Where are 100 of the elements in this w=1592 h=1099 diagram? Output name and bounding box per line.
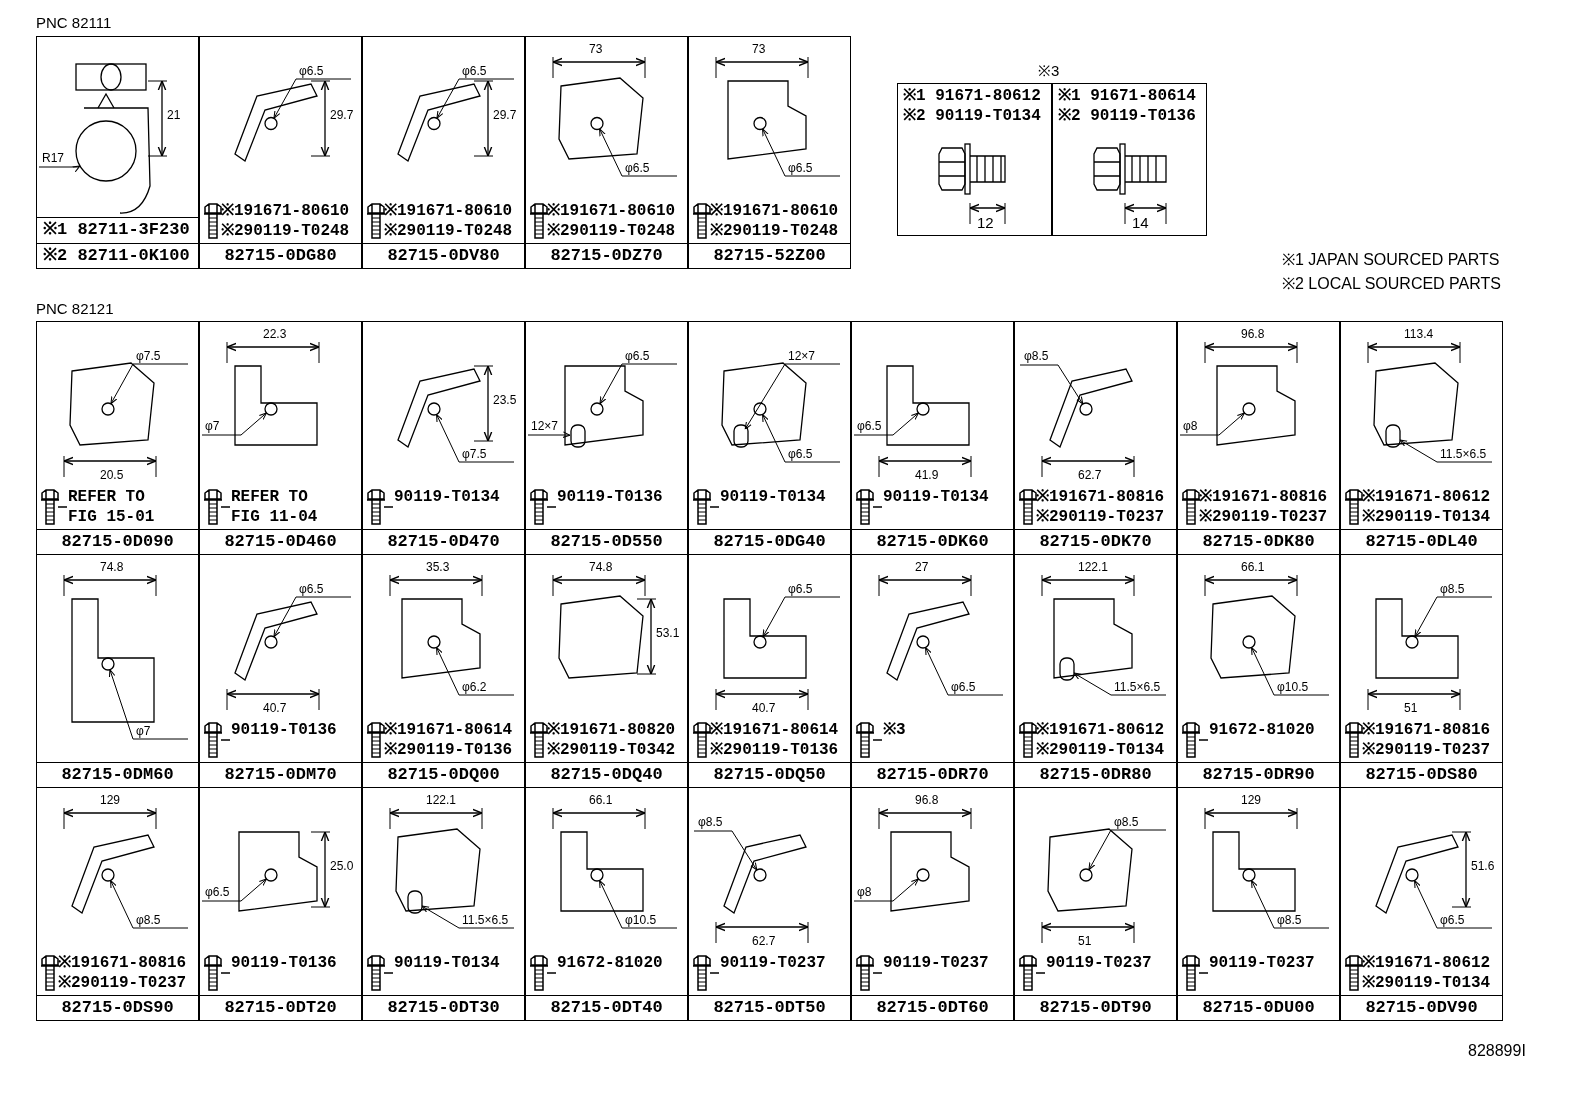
dimension-label: φ6.5 bbox=[788, 582, 813, 596]
dimension-label: 53.1 bbox=[656, 626, 680, 640]
leader-line bbox=[273, 78, 352, 119]
fastener-part-number: ※290119-T0237 bbox=[1362, 740, 1491, 760]
dimension-label: φ6.5 bbox=[299, 582, 324, 596]
mounting-hole bbox=[1242, 868, 1256, 882]
mounting-hole bbox=[753, 402, 767, 416]
dimension-label: φ6.5 bbox=[625, 349, 650, 363]
dimension-label: R17 bbox=[42, 151, 64, 165]
mounting-hole bbox=[101, 868, 115, 882]
dimension-label: 41.9 bbox=[915, 468, 939, 482]
part-number: 82715-0DK60 bbox=[852, 528, 1013, 555]
fastener-part-number: 90119-T0136 bbox=[231, 953, 338, 973]
dimension-label: 96.8 bbox=[915, 793, 939, 807]
dimension-label: 29.7 bbox=[493, 108, 517, 122]
leader-line bbox=[853, 878, 919, 902]
fastener-part-number: ※290119-T0134 bbox=[1362, 507, 1491, 527]
fastener-part-number: ※2 90119-T0134 bbox=[903, 106, 1041, 126]
part-number: 82715-0DV90 bbox=[1341, 994, 1502, 1021]
mounting-hole bbox=[753, 868, 767, 882]
part-number: 82715-0DM70 bbox=[200, 761, 361, 788]
fastener-part-number: ※191671-80816 bbox=[1199, 487, 1328, 507]
fastener-part-number: ※3 bbox=[883, 720, 907, 740]
dimension-label: 129 bbox=[100, 793, 121, 807]
part-number: 82715-0DK80 bbox=[1178, 528, 1339, 555]
dimension-label: 62.7 bbox=[752, 934, 776, 948]
mounting-hole bbox=[427, 635, 441, 649]
dimension-label: 14 bbox=[1132, 216, 1149, 230]
part-number: 82715-0DM60 bbox=[37, 761, 198, 788]
dimension-label: 129 bbox=[1241, 793, 1262, 807]
dimension-label: 23.5 bbox=[493, 393, 517, 407]
dimension-label: 12 bbox=[977, 216, 994, 230]
dimension-label: φ8.5 bbox=[1114, 815, 1139, 829]
part-number: 82715-0DQ50 bbox=[689, 761, 850, 788]
mounting-hole bbox=[101, 657, 115, 671]
leader-line bbox=[1073, 672, 1167, 696]
dimension-label: 62.7 bbox=[1078, 468, 1102, 482]
part-number: 82715-0DT40 bbox=[526, 994, 687, 1021]
leader-line bbox=[273, 596, 352, 638]
part-number: 82715-0DG40 bbox=[689, 528, 850, 555]
dimension-label: 29.7 bbox=[330, 108, 354, 122]
leader-line bbox=[1414, 879, 1493, 929]
part-number: ※2 82711-0K100 bbox=[37, 242, 198, 269]
fastener-part-number: ※290119-T0248 bbox=[547, 221, 676, 241]
fastener-part-number: REFER TO FIG 11-04 bbox=[231, 487, 319, 527]
fastener-part-number: ※1 91671-80612 bbox=[903, 86, 1041, 106]
fastener-part-number: ※191671-80610 bbox=[710, 201, 839, 221]
dimension-label: 21 bbox=[167, 108, 181, 122]
footnote-mark: ※3 bbox=[1038, 61, 1060, 80]
part-number: 82715-0DT90 bbox=[1015, 994, 1176, 1021]
fastener-part-number: 90119-T0237 bbox=[883, 953, 990, 973]
mounting-hole bbox=[101, 402, 115, 416]
footnote: ※1 JAPAN SOURCED PARTS bbox=[1282, 250, 1500, 270]
mounting-hole bbox=[1242, 402, 1256, 416]
part-number: 82715-0DV80 bbox=[363, 242, 524, 269]
mounting-hole bbox=[264, 868, 278, 882]
dimension-label: 51.6 bbox=[1471, 859, 1495, 873]
dimension-label: 20.5 bbox=[100, 468, 124, 482]
leader-line bbox=[108, 669, 189, 740]
dimension-label: 74.8 bbox=[100, 560, 124, 574]
section-heading: PNC 82121 bbox=[36, 300, 114, 317]
dimension-label: 11.5×6.5 bbox=[1440, 447, 1487, 461]
part-number: 82715-0D550 bbox=[526, 528, 687, 555]
fastener-part-number: ※191671-80820 bbox=[547, 720, 676, 740]
fastener-part-number: 90119-T0134 bbox=[720, 487, 827, 507]
footnote: ※2 LOCAL SOURCED PARTS bbox=[1282, 274, 1501, 294]
mounting-hole bbox=[590, 116, 604, 131]
dimension-label: φ6.5 bbox=[951, 680, 976, 694]
mounting-hole bbox=[1405, 635, 1419, 649]
leader-line bbox=[1179, 412, 1245, 436]
leader-line bbox=[110, 879, 189, 929]
part-number: 82715-0DQ00 bbox=[363, 761, 524, 788]
dimension-label: φ6.5 bbox=[1440, 913, 1465, 927]
leader-line bbox=[436, 413, 515, 463]
leader-line bbox=[762, 128, 841, 177]
leader-line bbox=[436, 78, 515, 119]
leader-line bbox=[599, 363, 678, 405]
dimension-label: φ7.5 bbox=[136, 349, 161, 363]
dimension-label: 27 bbox=[915, 560, 929, 574]
dimension-label: 73 bbox=[752, 42, 766, 56]
fastener-part-number: 91672-81020 bbox=[557, 953, 664, 973]
fastener-part-number: ※290119-T0134 bbox=[1036, 740, 1165, 760]
dimension-label: φ10.5 bbox=[625, 913, 657, 927]
dimension-label: φ8.5 bbox=[1440, 582, 1465, 596]
mounting-hole bbox=[1079, 868, 1093, 882]
dimension-label: 25.0 bbox=[330, 859, 354, 873]
dimension-label: φ6.5 bbox=[462, 64, 487, 78]
dimension-label: φ6.5 bbox=[625, 161, 650, 175]
part-number: 82715-0DQ40 bbox=[526, 761, 687, 788]
part-number: 82715-0DT20 bbox=[200, 994, 361, 1021]
fastener-part-number: 90119-T0134 bbox=[394, 487, 501, 507]
fastener-part-number: ※290119-T0237 bbox=[1199, 507, 1328, 527]
dimension-label: 66.1 bbox=[589, 793, 613, 807]
dimension-label: φ6.2 bbox=[462, 680, 487, 694]
mounting-slot bbox=[1059, 657, 1075, 681]
section-heading: PNC 82111 bbox=[36, 14, 112, 31]
fastener-part-number: ※2 90119-T0136 bbox=[1058, 106, 1196, 126]
dimension-label: φ8.5 bbox=[1024, 349, 1049, 363]
dimension-label: φ10.5 bbox=[1277, 680, 1309, 694]
clip-ring bbox=[75, 120, 137, 182]
